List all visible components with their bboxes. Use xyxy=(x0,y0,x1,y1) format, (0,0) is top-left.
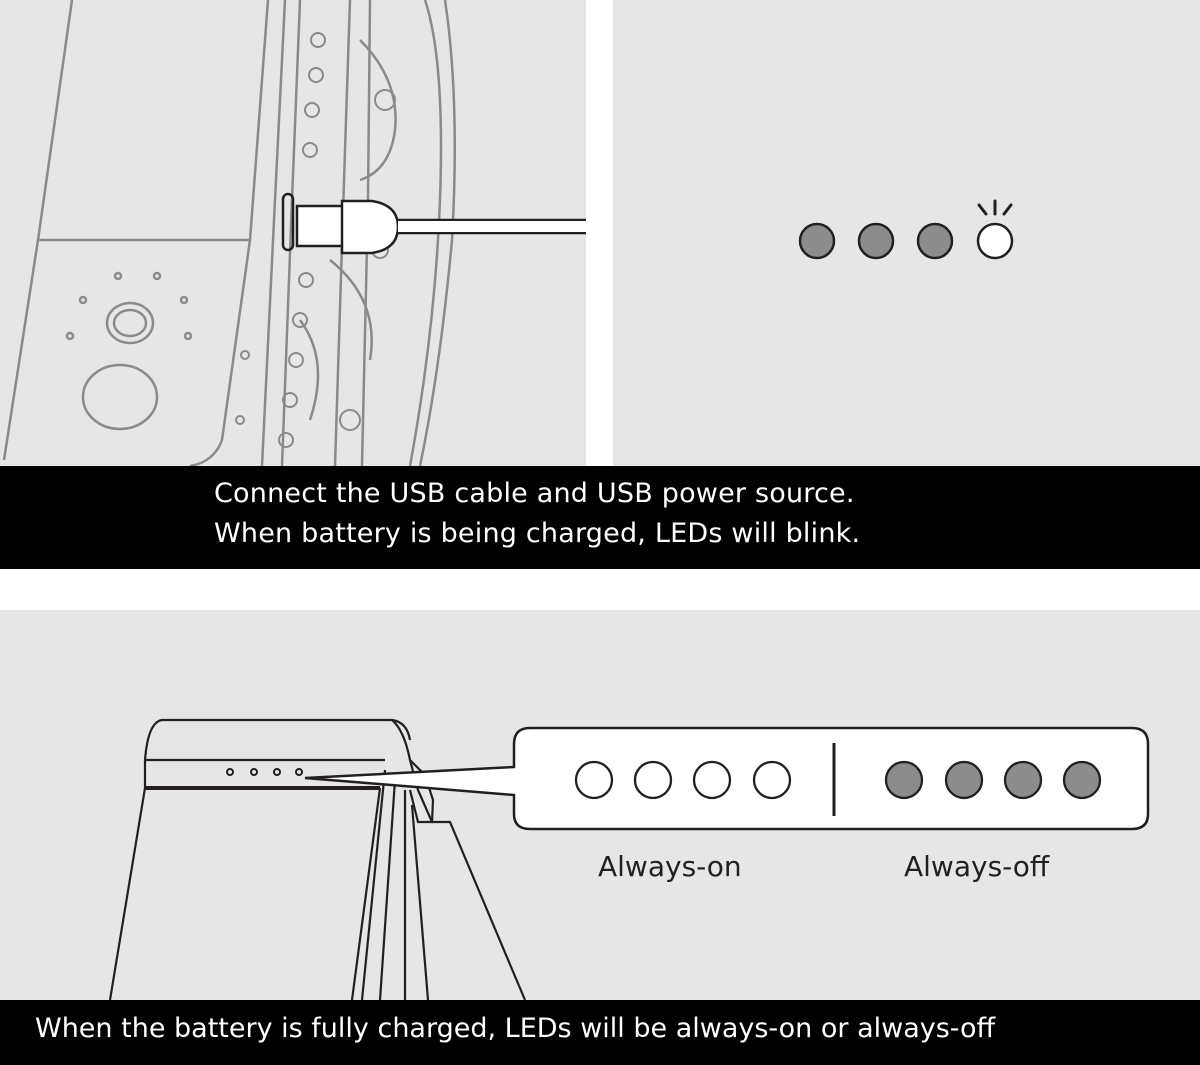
always-off-led-group xyxy=(884,760,1102,800)
off-led-3 xyxy=(1003,760,1043,800)
usb-cable-icon xyxy=(281,192,586,255)
charging-caption-bar: Connect the USB cable and USB power sour… xyxy=(0,466,1200,569)
led-1 xyxy=(798,222,836,260)
always-on-label: Always-on xyxy=(598,850,742,883)
battery-led-dots xyxy=(226,768,303,776)
charging-caption-line-2: When battery is being charged, LEDs will… xyxy=(214,518,861,549)
fully-charged-caption: When the battery is fully charged, LEDs … xyxy=(35,1013,996,1044)
always-on-led-group xyxy=(574,760,792,800)
device-mechanism-dots xyxy=(235,32,396,448)
on-led-3 xyxy=(692,760,732,800)
fully-charged-illustration-panel xyxy=(0,610,1200,1065)
fully-charged-caption-bar: When the battery is fully charged, LEDs … xyxy=(0,1000,1200,1065)
off-led-4 xyxy=(1062,760,1102,800)
device-back-drawing xyxy=(2,0,457,468)
off-led-2 xyxy=(944,760,984,800)
led-4-blinking xyxy=(976,222,1014,260)
on-led-2 xyxy=(633,760,673,800)
charging-led-row xyxy=(798,222,1014,260)
battery-drawing xyxy=(108,718,527,1001)
led-3 xyxy=(916,222,954,260)
always-off-label: Always-off xyxy=(904,850,1050,883)
led-2 xyxy=(857,222,895,260)
charging-leds-panel xyxy=(613,0,1200,466)
on-led-4 xyxy=(752,760,792,800)
blink-indicator-icon xyxy=(977,199,1013,216)
off-led-1 xyxy=(884,760,924,800)
on-led-1 xyxy=(574,760,614,800)
charging-caption-line-1: Connect the USB cable and USB power sour… xyxy=(214,478,855,509)
